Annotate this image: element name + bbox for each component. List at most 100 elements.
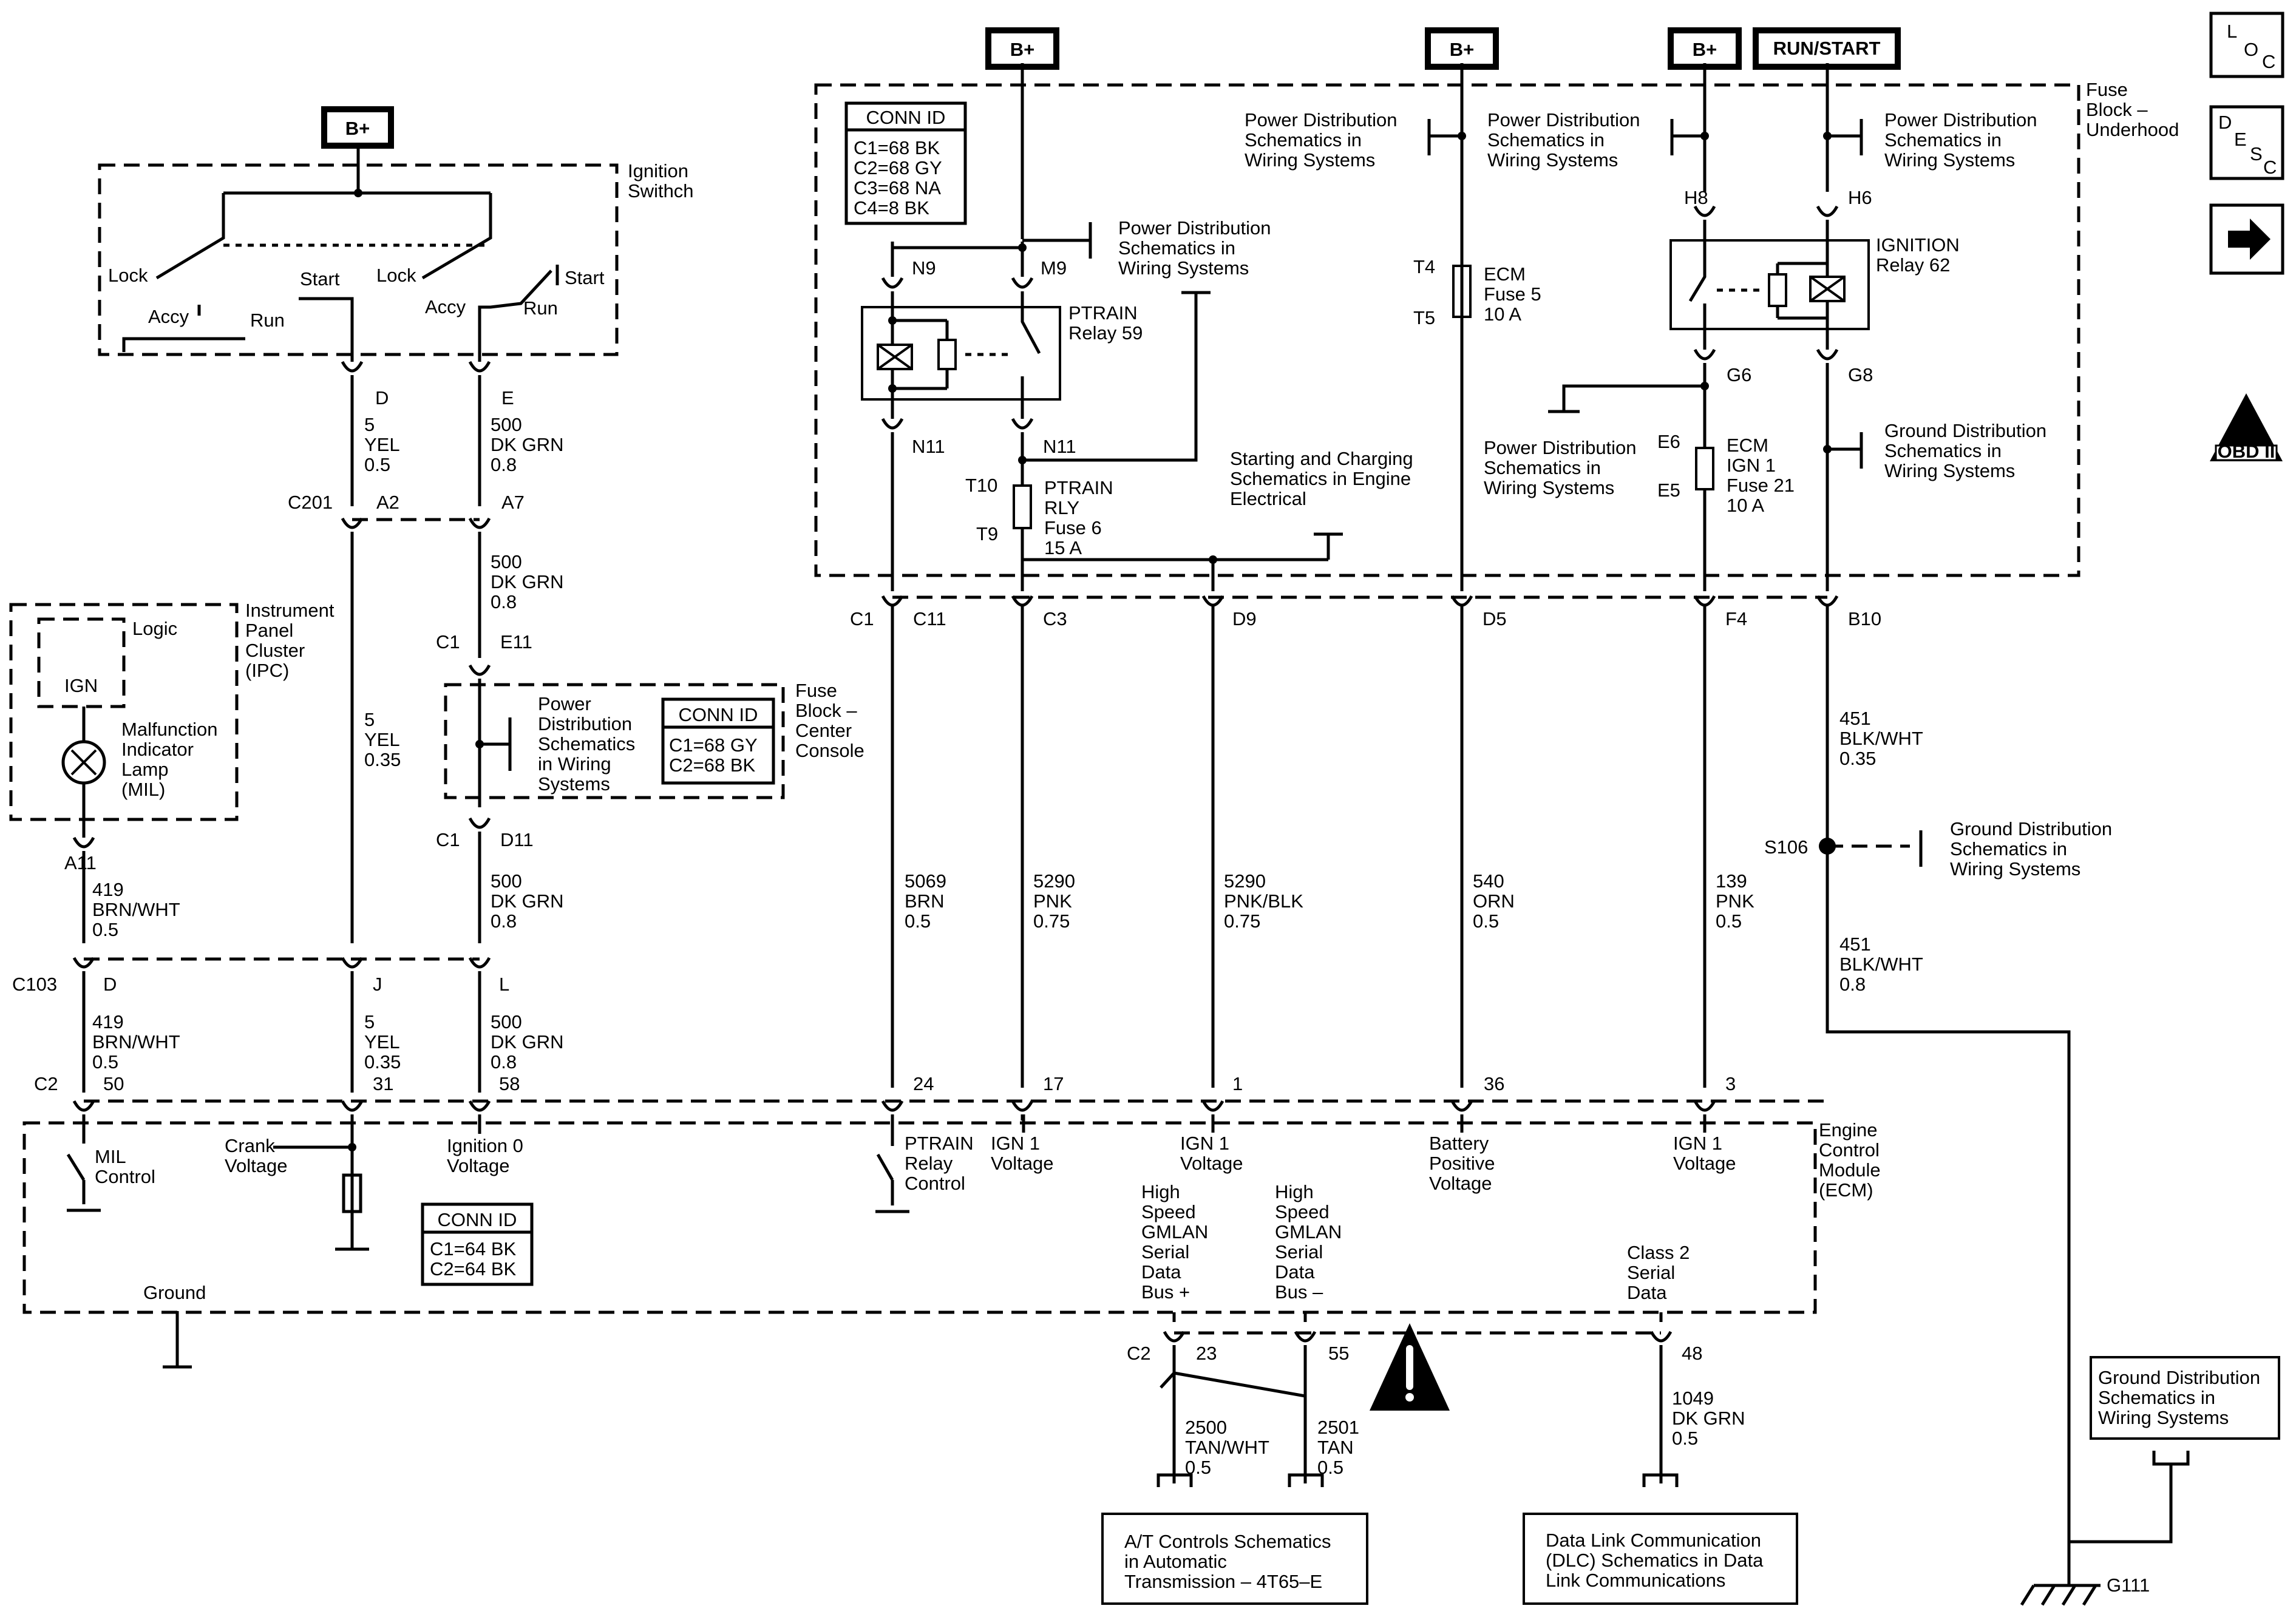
next-arrow-icon[interactable] (2228, 219, 2271, 260)
pd-m9-ref-line-0: Power Distribution (1118, 217, 1271, 239)
pd-g6-bracket (1548, 384, 1705, 413)
ipc-label-line-1: Panel (245, 620, 293, 641)
c103-j_wire-line-2: 0.35 (364, 1051, 401, 1073)
ecm-bus-feeds (1172, 1312, 1663, 1322)
ecm-ign1-b-line-1: Voltage (1180, 1153, 1243, 1174)
wires_main-w5290b-line-0: 5290 (1224, 870, 1266, 892)
ipc-label-line-0: Instrument (245, 600, 335, 621)
ecm-crank-voltage-line-0: Crank (225, 1135, 275, 1156)
ecm-hs-plus-line-5: Bus + (1141, 1281, 1190, 1303)
ign-fuse-label-line-2: Fuse 21 (1727, 475, 1795, 496)
fuse_block_underhood-t5: T5 (1413, 307, 1435, 328)
ground_g111-g111: G111 (2107, 1575, 2150, 1596)
fuse_block_underhood-t9: T9 (976, 523, 998, 544)
ecm-c2-pin-0: 50 (103, 1073, 124, 1094)
fuse_block_underhood-h8: H8 (1684, 187, 1708, 208)
ecm-hs-plus-line-3: Serial (1141, 1241, 1189, 1263)
pd-ecm-ref-line-2: Wiring Systems (1245, 149, 1375, 171)
wire-yel-dkgrn-mid (350, 534, 481, 943)
ecm-ign1-b-line-0: IGN 1 (1180, 1133, 1229, 1154)
pos-run-2: Run (523, 297, 558, 319)
run-start-label: RUN/START (1773, 38, 1881, 59)
desc-icon-d[interactable]: D (2218, 112, 2232, 133)
loc-icon-o[interactable]: O (2244, 39, 2258, 60)
pd-ecm-ref-line-0: Power Distribution (1245, 109, 1398, 131)
pos-start-1: Start (300, 268, 340, 290)
ecm-ign1-a-line-0: IGN 1 (991, 1133, 1040, 1154)
ipc-box (9, 603, 239, 821)
c1-pin-4: F4 (1725, 608, 1747, 629)
ign_wires-yel_mid-line-2: 0.35 (364, 749, 401, 770)
ecm-ptrain-control-line-1: Relay (905, 1153, 953, 1174)
pd-h8-ref-line-2: Wiring Systems (1487, 149, 1618, 171)
c103-pins-2: L (499, 974, 509, 995)
desc-icon-box[interactable] (2209, 105, 2284, 180)
ign_wires-e_pin: E (501, 387, 514, 408)
at-controls-ref-line-0: A/T Controls Schematics (1124, 1531, 1331, 1552)
pd-ecm-ref-line-1: Schematics in (1245, 129, 1362, 151)
ign_wires-e_wire-line-2: 0.8 (491, 454, 517, 475)
connector-cup-25 (1693, 205, 1716, 217)
ecm-hs-minus-line-2: GMLAN (1275, 1221, 1342, 1242)
c1-to-ecm-wires (891, 606, 1707, 1088)
fuse_block_underhood-m9: M9 (1041, 257, 1067, 279)
pd-g6-ref-line-0: Power Distribution (1484, 437, 1637, 458)
fuse-block-center-label-line-2: Center (795, 720, 852, 741)
loc-icon-box[interactable] (2209, 12, 2284, 78)
ign_wires-d11_wire-line-1: DK GRN (491, 890, 564, 912)
ecm-c2-pin-1: 31 (373, 1073, 393, 1094)
ign_wires-d11: D11 (500, 829, 534, 850)
ecm-hs-minus-line-5: Bus – (1275, 1281, 1323, 1303)
wire-layer (9, 63, 2280, 1606)
connector-cup-11 (341, 1100, 364, 1112)
wires_main-w540-line-2: 0.5 (1473, 910, 1499, 932)
ptrain-relay-label-line-1: Relay 59 (1068, 322, 1143, 344)
ecm-class2-line-2: Data (1627, 1282, 1667, 1303)
splice-dot-7 (1700, 132, 1709, 140)
pos-run-1: Run (250, 310, 285, 331)
c103-pins-0: D (103, 974, 117, 995)
connector-cup-10 (72, 1100, 95, 1112)
wires_main-w5290b-line-1: PNK/BLK (1224, 890, 1303, 912)
ign_wires-e_wire2-line-0: 500 (491, 551, 522, 572)
at-controls-ref-line-2: Transmission – 4T65–E (1124, 1571, 1322, 1592)
connector-cup-7 (72, 957, 95, 969)
c103-lower-wires (82, 974, 481, 1093)
ign_wires-e11: E11 (500, 631, 532, 653)
fuse-block-underhood-label-line-2: Underhood (2086, 119, 2179, 140)
wires_main-w5069-line-1: BRN (905, 890, 944, 912)
splice-dot-11 (475, 740, 484, 748)
b-plus-ecm-label: B+ (1450, 39, 1475, 60)
connector-cup-3 (468, 517, 491, 529)
g111-ref-box (2090, 1356, 2280, 1440)
ecm-conn-row-line-1: C2=64 BK (430, 1258, 517, 1280)
pd-m9-ref-line-2: Wiring Systems (1118, 257, 1249, 279)
ecm-c2-pin-2: 58 (499, 1073, 520, 1094)
ecm-battery-voltage-line-0: Battery (1429, 1133, 1489, 1154)
next-arrow-box[interactable] (2209, 203, 2284, 275)
lower-p23: 23 (1196, 1343, 1217, 1364)
connector-cup-34 (1816, 595, 1839, 607)
lower-c2: C2 (1127, 1343, 1151, 1364)
loc-icon-l[interactable]: L (2227, 21, 2237, 42)
desc-icon-c2[interactable]: C (2263, 157, 2277, 178)
connector-cup-15 (1201, 1100, 1224, 1112)
pos-lock-1: Lock (108, 265, 148, 286)
connector-cup-29 (881, 595, 904, 607)
underhood-conn-row-line-0: C1=68 BK (854, 137, 940, 158)
fuse_block_underhood-g8: G8 (1848, 364, 1873, 385)
ptrain-fuse-label-line-2: Fuse 6 (1044, 517, 1102, 538)
splice-dot-6 (1458, 132, 1466, 140)
c103-d_wire-line-0: 419 (92, 1011, 124, 1032)
loc-icon-c[interactable]: C (2262, 51, 2275, 72)
desc-icon-e[interactable]: E (2234, 129, 2247, 150)
m9-distribution-link (1022, 291, 1211, 462)
connector-cup-24 (1011, 418, 1034, 430)
connector-cup-18 (1163, 1331, 1186, 1343)
center-console-bus (478, 682, 512, 807)
desc-icon-s[interactable]: S (2250, 143, 2263, 164)
wires_main-w5290a-line-2: 0.75 (1033, 910, 1070, 932)
ecm-conn-title: CONN ID (438, 1209, 517, 1230)
twisted-pair-mark (1160, 1371, 1306, 1398)
ign_wires-e_wire2-line-1: DK GRN (491, 571, 564, 592)
